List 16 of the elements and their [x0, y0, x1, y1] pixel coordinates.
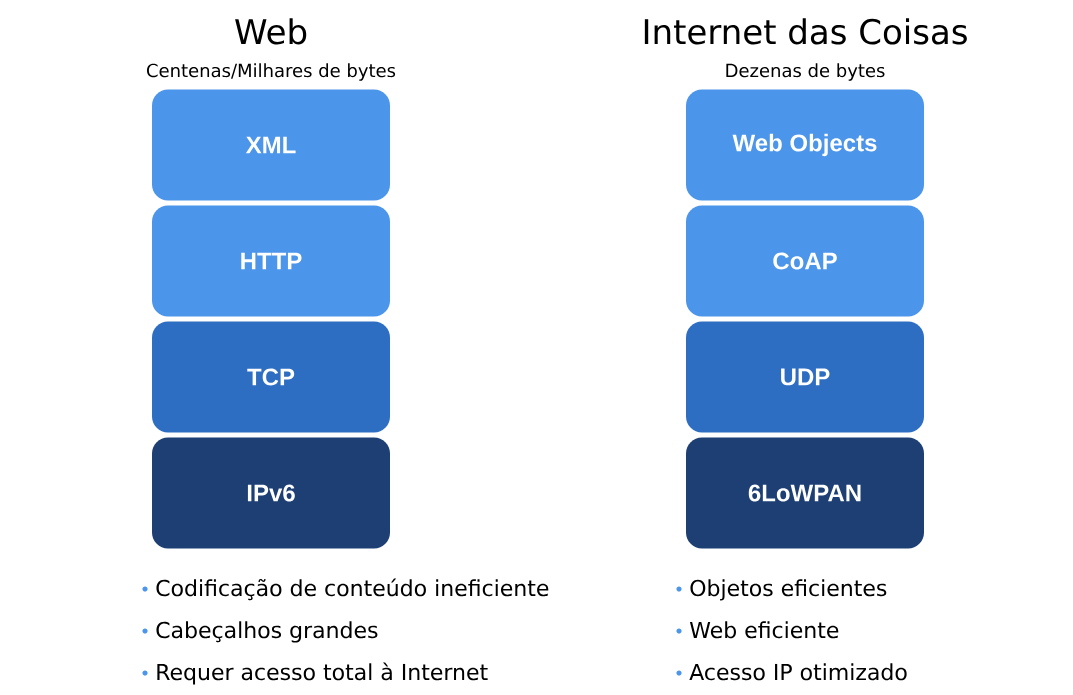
- layer-box: TCP: [152, 321, 390, 433]
- bullet-item: Requer acesso total à Internet: [142, 662, 488, 685]
- bullet-item: Cabeçalhos grandes: [142, 621, 378, 643]
- bullet-item: Web eficiente: [676, 621, 839, 639]
- layer-box: 6LoWPAN: [686, 437, 924, 549]
- layer-box: XML: [152, 89, 390, 201]
- layer-box: HTTP: [152, 205, 390, 317]
- bullet-item: Objetos eficientes: [676, 579, 887, 601]
- bullet-item: Codificação de conteúdo ineficiente: [142, 578, 549, 601]
- layer-box: UDP: [686, 321, 924, 433]
- layer-box: CoAP: [686, 205, 924, 317]
- layer-box: Web Objects: [686, 89, 924, 201]
- column-title: Internet das Coisas: [644, 18, 967, 45]
- column-title: Web: [235, 18, 307, 45]
- bullet-item: Acesso IP otimizado: [676, 663, 907, 681]
- layer-box: IPv6: [152, 437, 390, 549]
